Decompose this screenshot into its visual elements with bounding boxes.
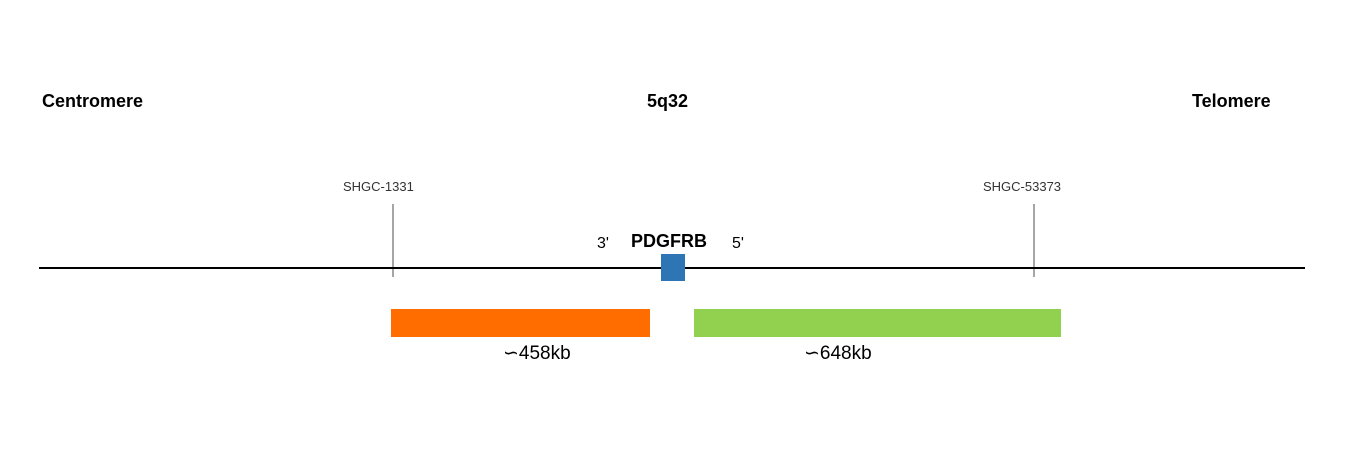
centromere-label: Centromere [42, 91, 144, 111]
probe-bar-left [391, 309, 650, 337]
telomere-label: Telomere [1192, 91, 1271, 111]
marker-tick-right [1033, 204, 1035, 277]
marker-tick-left [392, 204, 394, 277]
probe-size-right: ∽648kb [804, 343, 872, 364]
gene-name-label: PDGFRB [631, 231, 707, 251]
gene-5-prime-label: 5' [732, 235, 744, 252]
probe-size-left: ∽458kb [503, 343, 571, 364]
marker-label-right: SHGC-53373 [983, 179, 1062, 194]
region-label: 5q32 [647, 91, 689, 111]
probe-bar-right [694, 309, 1061, 337]
marker-label-left: SHGC-1331 [343, 179, 414, 194]
gene-box [661, 254, 685, 281]
gene-3-prime-label: 3' [597, 235, 609, 252]
